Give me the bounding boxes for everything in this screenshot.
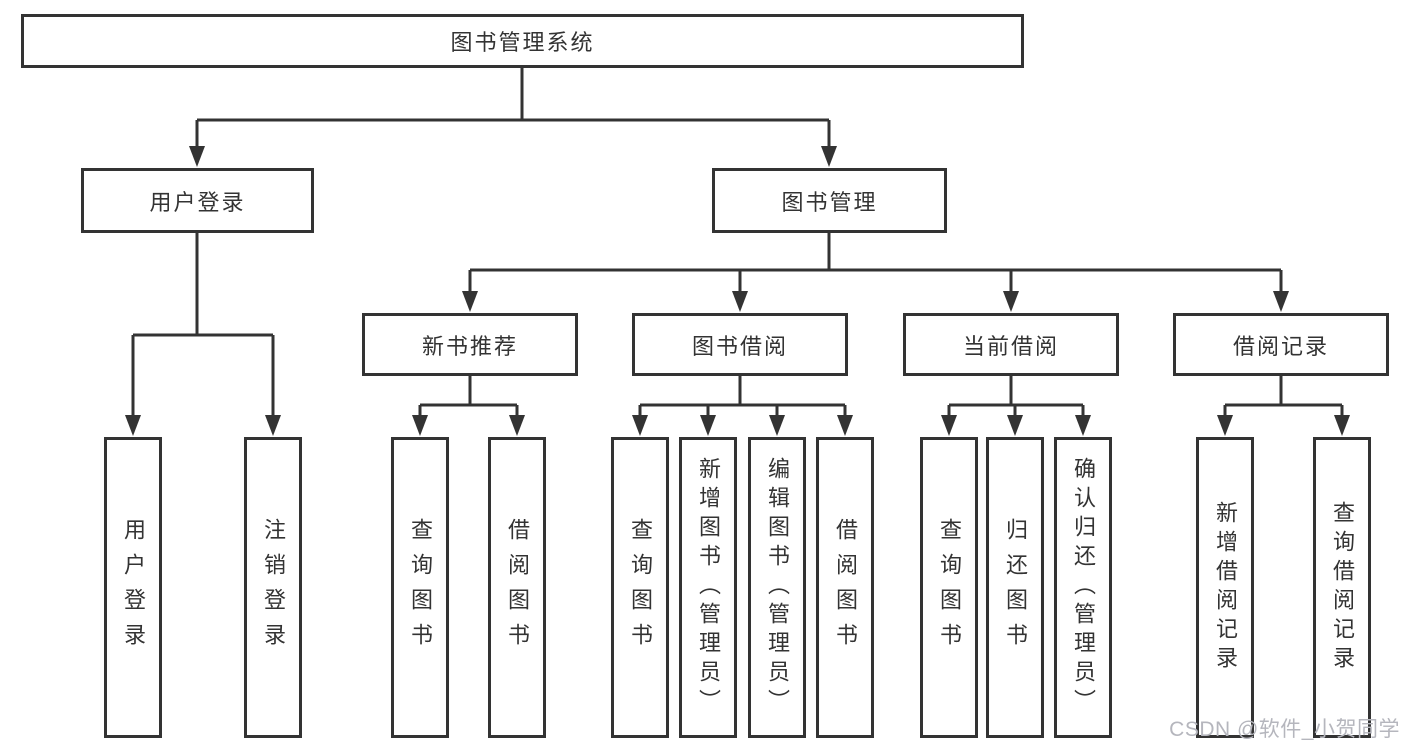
node-borrowing-records: 借阅记录 xyxy=(1173,313,1389,376)
leaf-add-book-admin: 新增图书（管理员） xyxy=(679,437,737,738)
node-current-borrowing-label: 当前借阅 xyxy=(962,333,1059,359)
node-new-book-recommend-label: 新书推荐 xyxy=(421,333,518,359)
leaf-borrow-books: 借阅图书 xyxy=(816,437,874,738)
leaf-query-books-borrowing: 查询图书 xyxy=(611,437,669,738)
leaf-query-books-recommend: 查询图书 xyxy=(391,437,449,738)
leaf-logout: 注销登录 xyxy=(244,437,302,738)
leaf-confirm-return-admin-label: 确认归还（管理员） xyxy=(1071,457,1096,718)
arrow-down-icon xyxy=(509,415,525,436)
leaf-query-books-current: 查询图书 xyxy=(920,437,978,738)
arrow-down-icon xyxy=(1217,415,1233,436)
node-user-login-label: 用户登录 xyxy=(149,189,246,215)
arrow-down-icon xyxy=(632,415,648,436)
leaf-edit-book-admin: 编辑图书（管理员） xyxy=(748,437,806,738)
leaf-add-book-admin-label: 新增图书（管理员） xyxy=(696,457,721,718)
node-borrowing-records-label: 借阅记录 xyxy=(1232,333,1329,359)
leaf-query-books-current-label: 查询图书 xyxy=(937,517,962,658)
arrow-down-icon xyxy=(412,415,428,436)
arrow-down-icon xyxy=(837,415,853,436)
leaf-edit-book-admin-label: 编辑图书（管理员） xyxy=(765,457,790,718)
leaf-borrow-books-label: 借阅图书 xyxy=(833,517,858,658)
node-book-management: 图书管理 xyxy=(712,168,947,233)
arrow-down-icon xyxy=(1075,415,1091,436)
leaf-add-borrow-record-label: 新增借阅记录 xyxy=(1213,500,1238,675)
leaf-query-books-recommend-label: 查询图书 xyxy=(408,517,433,658)
arrow-down-icon xyxy=(265,415,281,436)
node-book-management-label: 图书管理 xyxy=(781,189,878,215)
leaf-borrow-books-recommend-label: 借阅图书 xyxy=(505,517,530,658)
node-book-borrowing-label: 图书借阅 xyxy=(691,333,788,359)
leaf-query-borrow-record: 查询借阅记录 xyxy=(1313,437,1371,738)
leaf-user-login: 用户登录 xyxy=(104,437,162,738)
node-user-login: 用户登录 xyxy=(81,168,314,233)
arrow-down-icon xyxy=(821,146,837,167)
arrow-down-icon xyxy=(732,291,748,312)
arrow-down-icon xyxy=(941,415,957,436)
arrow-down-icon xyxy=(189,146,205,167)
leaf-logout-label: 注销登录 xyxy=(261,517,286,658)
arrow-down-icon xyxy=(769,415,785,436)
leaf-user-login-label: 用户登录 xyxy=(121,517,146,658)
leaf-query-borrow-record-label: 查询借阅记录 xyxy=(1330,500,1355,675)
csdn-watermark: CSDN @软件_小贺同学 xyxy=(1169,718,1400,741)
leaf-borrow-books-recommend: 借阅图书 xyxy=(488,437,546,738)
node-root: 图书管理系统 xyxy=(21,14,1024,68)
node-new-book-recommend: 新书推荐 xyxy=(362,313,578,376)
arrow-down-icon xyxy=(700,415,716,436)
node-root-label: 图书管理系统 xyxy=(450,30,595,55)
leaf-add-borrow-record: 新增借阅记录 xyxy=(1196,437,1254,738)
arrow-down-icon xyxy=(462,291,478,312)
leaf-confirm-return-admin: 确认归还（管理员） xyxy=(1054,437,1112,738)
leaf-return-book-label: 归还图书 xyxy=(1003,517,1028,658)
node-current-borrowing: 当前借阅 xyxy=(903,313,1119,376)
arrow-down-icon xyxy=(1003,291,1019,312)
arrow-down-icon xyxy=(125,415,141,436)
leaf-query-books-borrowing-label: 查询图书 xyxy=(628,517,653,658)
node-book-borrowing: 图书借阅 xyxy=(632,313,848,376)
arrow-down-icon xyxy=(1007,415,1023,436)
arrow-down-icon xyxy=(1334,415,1350,436)
leaf-return-book: 归还图书 xyxy=(986,437,1044,738)
arrow-down-icon xyxy=(1273,291,1289,312)
